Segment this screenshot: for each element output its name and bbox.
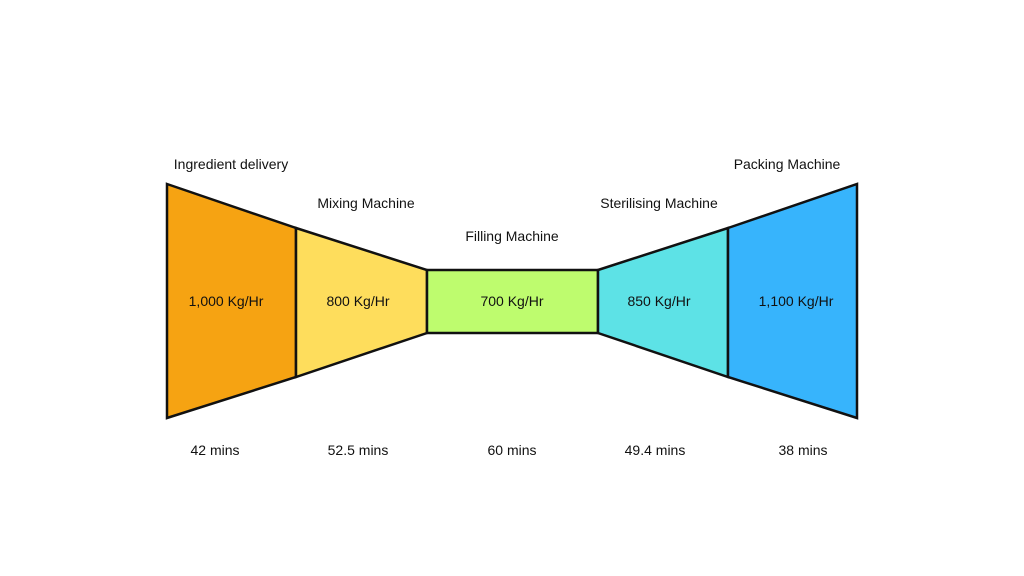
stage-name-ingredient-delivery: Ingredient delivery	[174, 156, 288, 172]
stage-rate-mixing-machine: 800 Kg/Hr	[326, 293, 389, 309]
stage-rate-sterilising-machine: 850 Kg/Hr	[627, 293, 690, 309]
stage-rate-ingredient-delivery: 1,000 Kg/Hr	[189, 293, 264, 309]
stage-time-packing-machine: 38 mins	[778, 442, 827, 458]
stage-time-ingredient-delivery: 42 mins	[190, 442, 239, 458]
stage-name-packing-machine: Packing Machine	[734, 156, 841, 172]
stage-name-sterilising-machine: Sterilising Machine	[600, 195, 718, 211]
stage-time-sterilising-machine: 49.4 mins	[625, 442, 686, 458]
stage-name-filling-machine: Filling Machine	[465, 228, 559, 244]
stage-rate-packing-machine: 1,100 Kg/Hr	[759, 293, 834, 309]
stage-time-mixing-machine: 52.5 mins	[328, 442, 389, 458]
stage-name-mixing-machine: Mixing Machine	[317, 195, 414, 211]
stage-rate-filling-machine: 700 Kg/Hr	[480, 293, 543, 309]
stage-time-filling-machine: 60 mins	[487, 442, 536, 458]
stage-shape-packing-machine	[726, 182, 859, 420]
